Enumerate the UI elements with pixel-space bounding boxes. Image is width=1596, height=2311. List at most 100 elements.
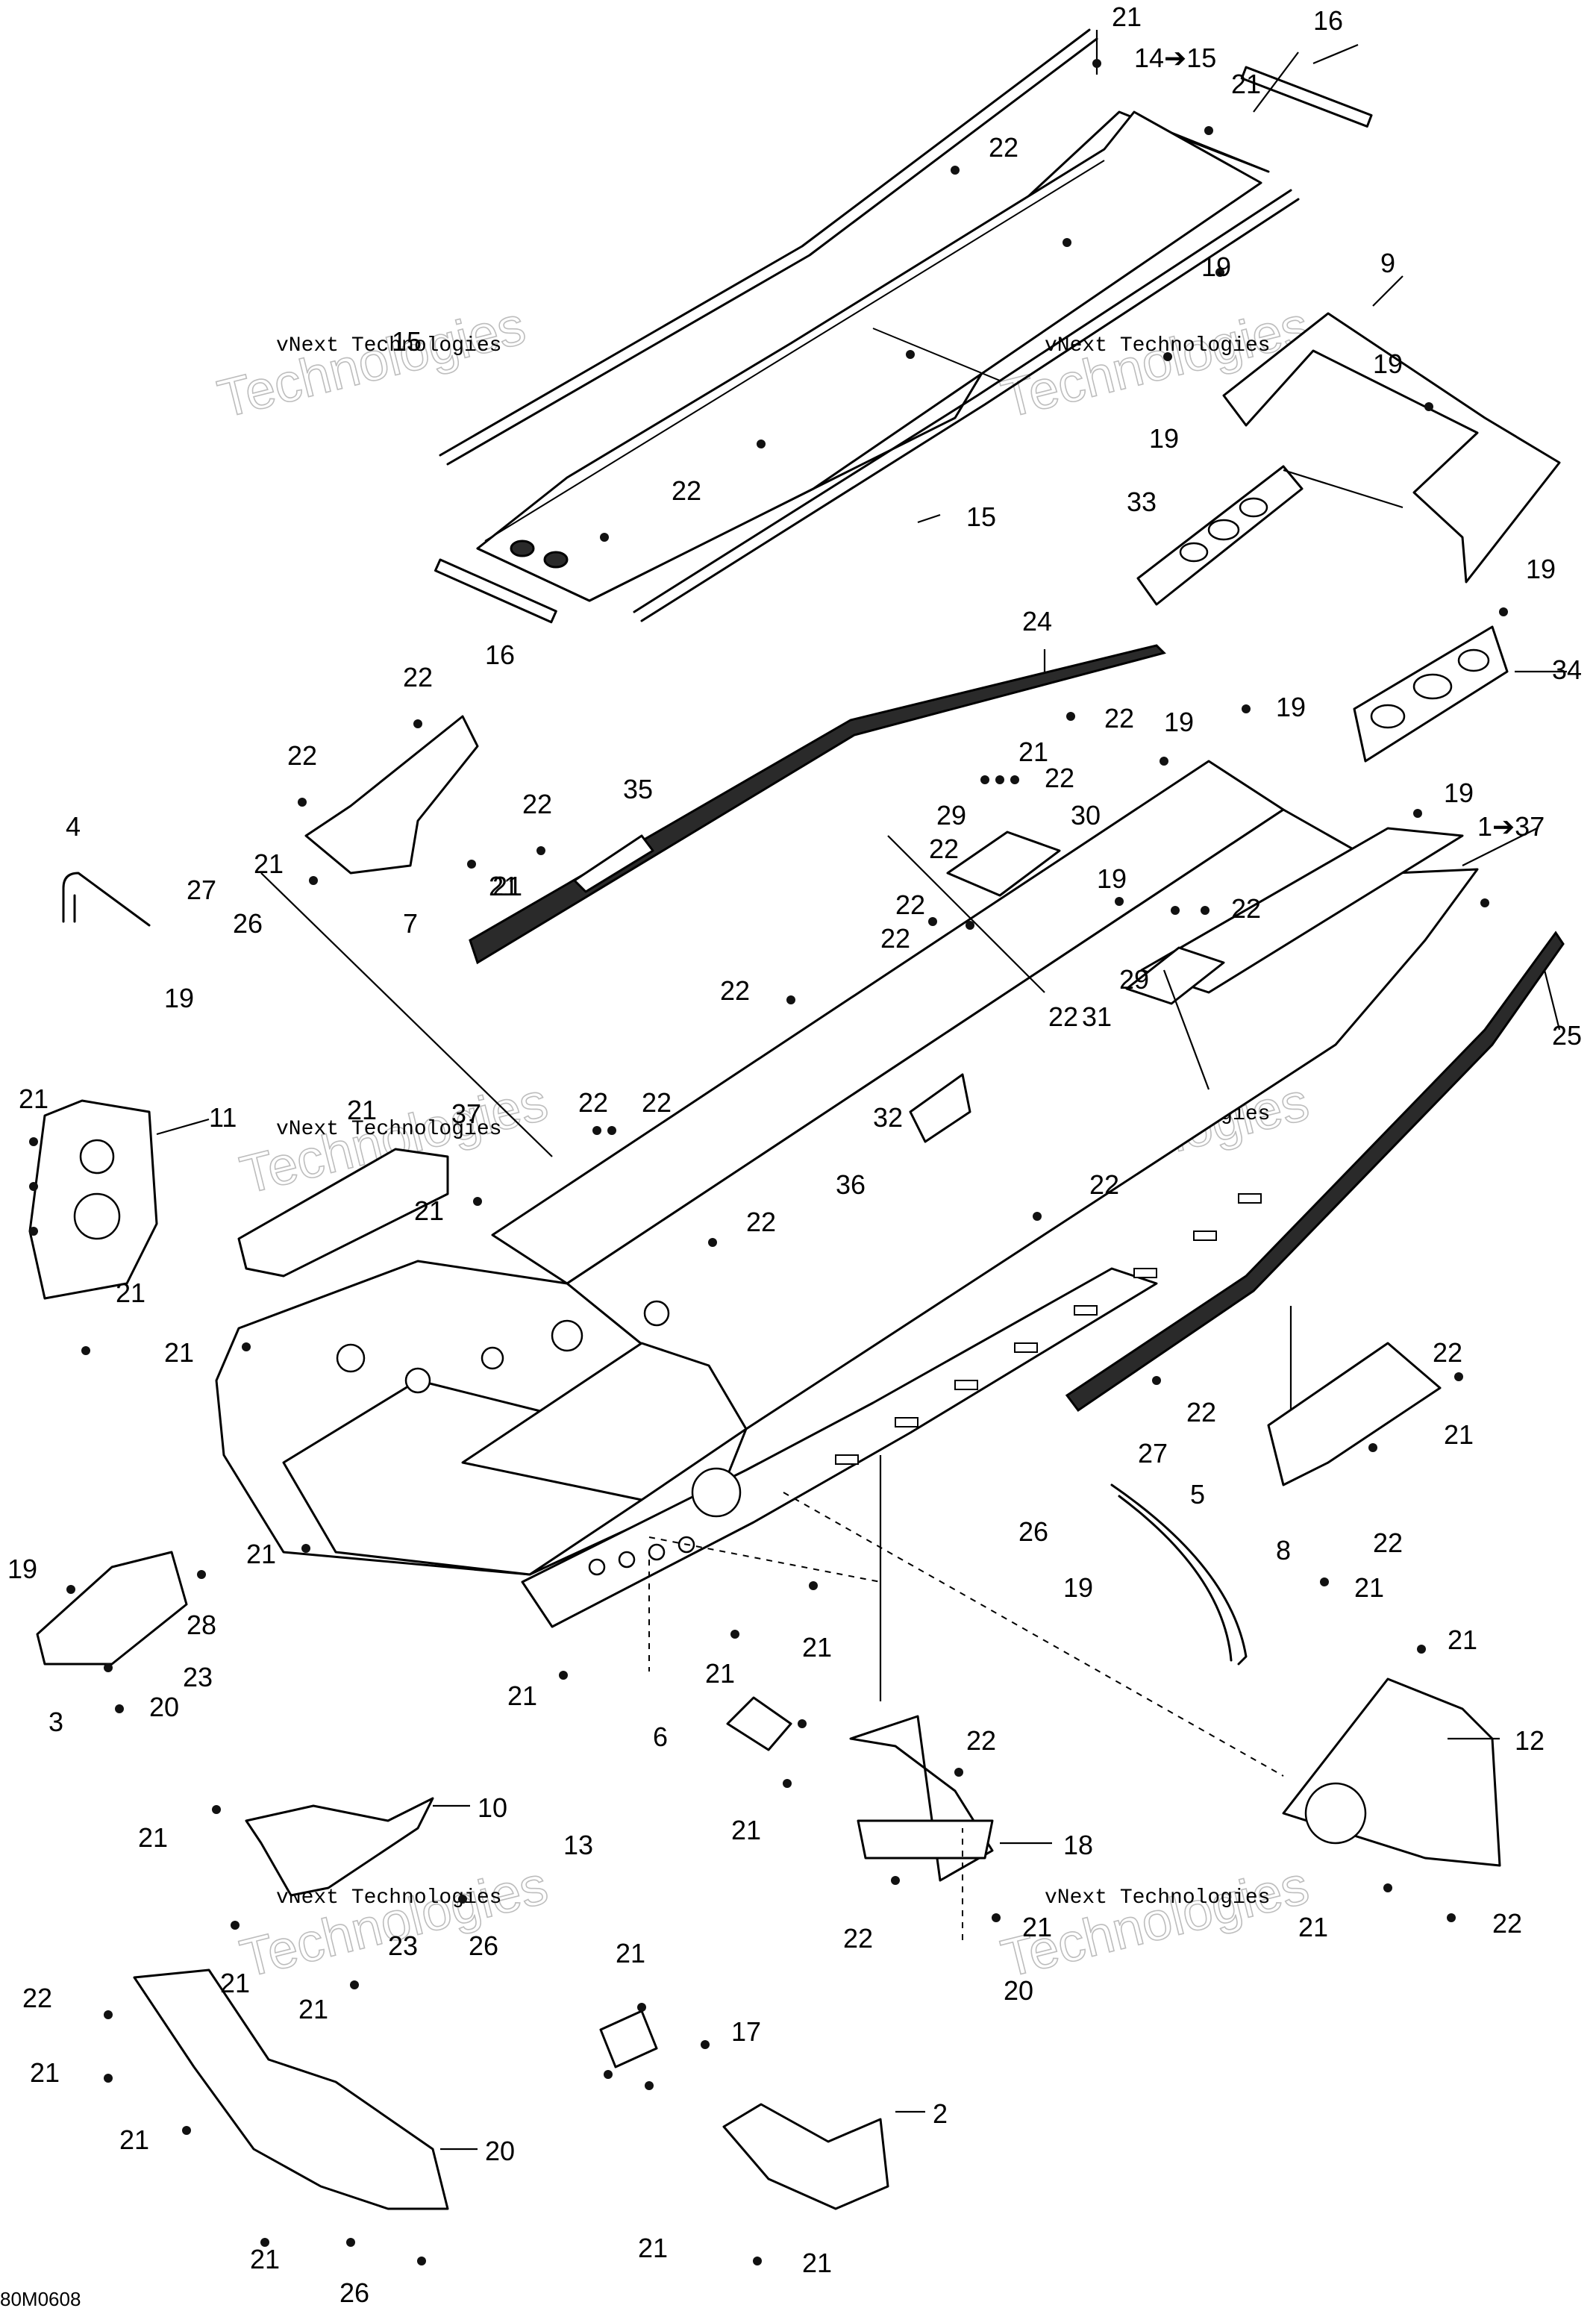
leader xyxy=(887,835,1045,993)
callout-label: 22 xyxy=(989,132,1018,163)
callout-label: 6 xyxy=(653,1721,668,1752)
screw-icon xyxy=(104,2074,113,2083)
screw-icon xyxy=(1242,704,1251,713)
bracket-6 xyxy=(726,1696,792,1751)
watermark-ghost-text: Technologies xyxy=(213,295,531,429)
callout-label: 15 xyxy=(966,501,996,532)
callout-label: 19 xyxy=(1373,348,1403,379)
watermark-text: vNext Technologies xyxy=(276,334,501,357)
screw-icon xyxy=(1424,402,1433,411)
part-34 xyxy=(1353,625,1509,763)
chassis-bulkhead xyxy=(461,1342,748,1501)
callout-label: 22 xyxy=(1492,1908,1522,1939)
callout-label: 21 xyxy=(138,1822,168,1853)
strip-16-bottom xyxy=(434,558,557,624)
screw-icon xyxy=(1499,607,1508,616)
bracket-17-body xyxy=(722,2103,889,2210)
screw-icon xyxy=(906,350,915,359)
bracket-36 xyxy=(909,1073,971,1143)
screw-icon xyxy=(1413,809,1422,818)
callout-label: 11 xyxy=(209,1102,237,1133)
screw-icon xyxy=(104,1663,113,1672)
bracket-2 xyxy=(133,1968,449,2210)
bracket-35 xyxy=(573,834,654,893)
callout-label: 7 xyxy=(403,908,418,939)
callout-label: 21 xyxy=(254,848,284,879)
hole xyxy=(1457,648,1490,672)
screw-icon xyxy=(951,166,960,175)
bracket-3 xyxy=(36,1551,188,1666)
screw-icon xyxy=(966,921,974,930)
callout-label: 19 xyxy=(7,1554,37,1584)
callout-label: 21 xyxy=(802,2248,832,2278)
callout-label: 21 xyxy=(489,871,519,901)
hole xyxy=(1239,497,1268,518)
top-panel-edge xyxy=(484,160,1105,542)
hole xyxy=(1179,542,1209,563)
callout-label: 22 xyxy=(403,662,433,692)
rail-25 xyxy=(1065,931,1565,1413)
bracket-3-body xyxy=(36,1551,188,1666)
rail-15-right-inner xyxy=(640,198,1300,622)
callout-label: 33 xyxy=(1127,487,1157,517)
hole xyxy=(691,1467,742,1518)
plate-12 xyxy=(1282,1677,1501,1867)
leader xyxy=(1162,969,1210,1090)
bracket-6-body xyxy=(726,1696,792,1751)
callout-label: 29 xyxy=(936,800,966,831)
screw-icon xyxy=(637,2003,646,2012)
diagram-code: 80M0608 xyxy=(0,2288,81,2310)
callout-label: 27 xyxy=(1138,1438,1168,1469)
callout-label: 21 xyxy=(1018,737,1048,767)
screw-icon xyxy=(467,860,476,869)
screw-icon xyxy=(783,1779,792,1788)
running-board xyxy=(521,1267,1158,1628)
callout-label: 18 xyxy=(1063,1830,1093,1860)
top-panel-body xyxy=(476,110,1262,602)
leader xyxy=(1312,43,1359,65)
callout-label: 21 xyxy=(30,2057,60,2088)
callout-label: 15 xyxy=(392,326,422,357)
callout-label: 16 xyxy=(1313,5,1343,36)
watermark-text: vNext Technologies xyxy=(276,1118,501,1141)
rail-15-right-outer xyxy=(633,189,1292,613)
hook-5-inner xyxy=(1118,1495,1233,1662)
slot xyxy=(895,1417,919,1427)
screw-icon xyxy=(809,1581,818,1590)
screw-icon xyxy=(231,1921,240,1930)
screw-icon xyxy=(645,2081,654,2090)
hole xyxy=(643,1300,670,1327)
bracket-8 xyxy=(1267,1342,1442,1486)
watermark-text: vNext Technologies xyxy=(1045,1886,1270,1910)
screw-icon xyxy=(992,1913,1001,1922)
plate-11 xyxy=(28,1099,158,1300)
rail-15-left-outer xyxy=(439,28,1091,457)
callout-label: 1➔37 xyxy=(1477,811,1545,842)
callout-label: 13 xyxy=(563,1830,593,1860)
screw-icon xyxy=(242,1342,251,1351)
screw-icon xyxy=(417,2257,426,2265)
bracket-9-body xyxy=(1222,312,1561,584)
screw-icon xyxy=(1320,1577,1329,1586)
callout-label: 22 xyxy=(1373,1527,1403,1558)
watermark-text: vNext Technologies xyxy=(1045,334,1270,357)
hole xyxy=(79,1139,115,1175)
strip-16-top xyxy=(1240,66,1373,128)
screw-icon xyxy=(1368,1443,1377,1452)
screw-icon xyxy=(1171,906,1180,915)
screw-icon xyxy=(708,1238,717,1247)
callout-label: 22 xyxy=(880,923,910,954)
screw-icon xyxy=(954,1768,963,1777)
running-board-slots xyxy=(835,1193,1262,1465)
screw-icon xyxy=(301,1544,310,1553)
screw-icon xyxy=(1152,1376,1161,1385)
screw-icon xyxy=(600,533,609,542)
callout-label: 8 xyxy=(1276,1535,1291,1566)
bracket-31 xyxy=(1125,946,1225,1005)
callout-label: 22 xyxy=(1104,703,1134,734)
screw-icon xyxy=(458,1895,467,1904)
screw-icon xyxy=(29,1227,38,1236)
callout-label: 30 xyxy=(1071,800,1101,831)
slot xyxy=(954,1380,978,1390)
watermark-top-left: Technologies vNext Technologies xyxy=(212,295,532,430)
